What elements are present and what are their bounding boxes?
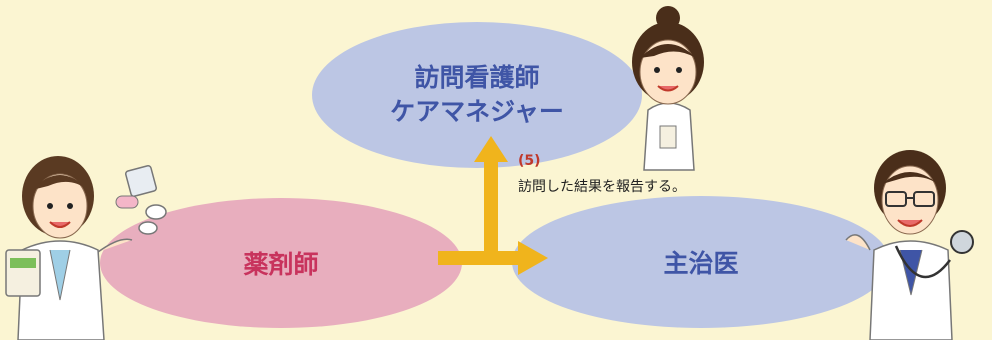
medicine-pills [115,165,167,235]
report-arrow [438,136,548,275]
report-step-number: (5) [518,153,541,169]
pharmacist-character [5,156,133,340]
node-pharmacist-label: 薬剤師 [243,250,319,279]
nurse-character [632,6,704,171]
node-nurse-care-manager: 訪問看護師 ケアマネジャー [312,22,642,168]
node-nurse-line2: ケアマネジャー [390,97,564,126]
node-doctor-label: 主治医 [663,249,739,278]
stethoscope-icon [894,230,974,279]
doctor-character [845,150,953,340]
report-step-text: 訪問した結果を報告する。 [518,179,686,195]
node-doctor: 主治医 [512,196,890,328]
node-pharmacist: 薬剤師 [100,198,462,328]
node-nurse-line1: 訪問看護師 [414,63,540,92]
